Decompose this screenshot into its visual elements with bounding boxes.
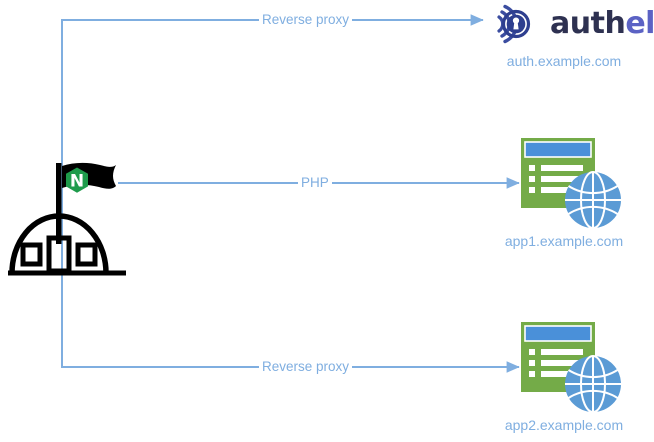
authelia-keyhole-logo bbox=[497, 4, 531, 44]
nginx-node[interactable]: N bbox=[8, 155, 126, 280]
app1-node[interactable] bbox=[521, 138, 625, 230]
edge-label-php: PHP bbox=[298, 175, 332, 191]
edge-reverse-proxy-app2 bbox=[61, 185, 520, 373]
app2-node[interactable] bbox=[521, 322, 625, 414]
edge-label-reverse-proxy-app2: Reverse proxy bbox=[259, 359, 353, 375]
authelia-wordmark-part2: elia bbox=[625, 6, 654, 41]
web-app-globe-icon bbox=[521, 322, 621, 413]
app1-node-label: app1.example.com bbox=[504, 233, 624, 249]
edge-label-reverse-proxy-auth: Reverse proxy bbox=[259, 12, 353, 28]
authelia-wordmark: authelia bbox=[550, 8, 654, 40]
authelia-node-label: auth.example.com bbox=[506, 53, 622, 69]
app2-node-label: app2.example.com bbox=[504, 417, 624, 433]
web-app-globe-icon bbox=[521, 138, 621, 229]
authelia-logo[interactable] bbox=[489, 2, 549, 46]
nginx-dome-flag-icon: N bbox=[8, 162, 126, 276]
authelia-wordmark-part1: auth bbox=[550, 6, 626, 41]
nginx-flag-letter: N bbox=[70, 172, 84, 192]
